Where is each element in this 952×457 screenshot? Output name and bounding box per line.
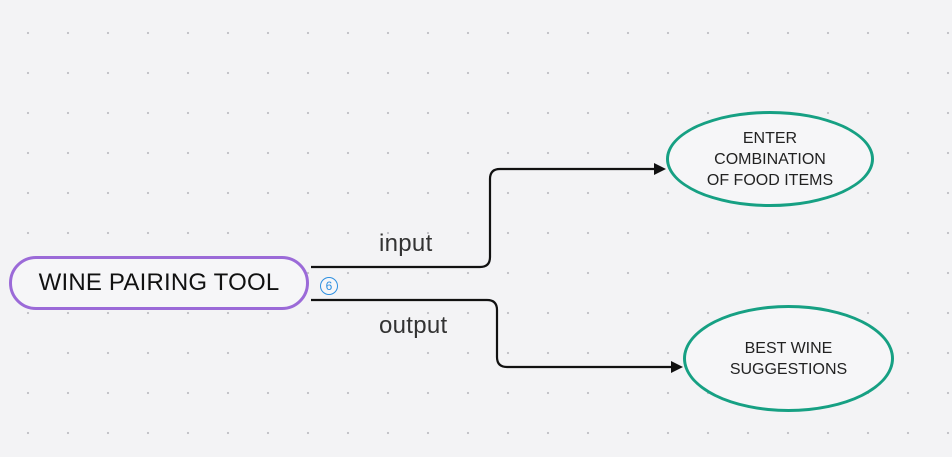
edge-label-input: input [379,230,433,257]
node-text-line: SUGGESTIONS [729,360,848,378]
root-node-label: WINE PAIRING TOOL [38,269,280,296]
node-text-line: OF FOOD ITEMS [706,171,834,189]
node-text-line: COMBINATION [714,150,826,168]
connector-input [311,167,655,269]
connector-output [311,298,672,369]
node-best-wine-suggestions-text: BEST WINE SUGGESTIONS [730,338,847,380]
child-count-badge[interactable]: 6 [320,277,338,295]
root-node-wine-pairing-tool[interactable]: WINE PAIRING TOOL [9,256,309,310]
child-count-value: 6 [325,279,333,293]
node-enter-food-items-text: ENTER COMBINATION OF FOOD ITEMS [707,128,833,191]
edge-label-output: output [379,312,448,339]
arrowhead-input [654,163,666,175]
arrowhead-output [671,361,683,373]
node-text-line: ENTER [742,129,798,147]
node-text-line: BEST WINE [744,339,833,357]
node-enter-food-items[interactable]: ENTER COMBINATION OF FOOD ITEMS [666,111,874,207]
node-best-wine-suggestions[interactable]: BEST WINE SUGGESTIONS [683,305,894,412]
